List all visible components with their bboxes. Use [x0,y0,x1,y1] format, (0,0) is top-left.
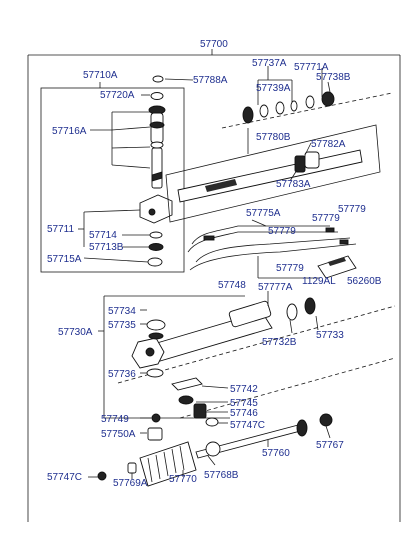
label-57714[interactable]: 57714 [89,230,117,241]
label-57779-c[interactable]: 57779 [268,226,296,237]
label-57749[interactable]: 57749 [101,414,129,425]
label-57720A[interactable]: 57720A [100,90,135,101]
label-57730A[interactable]: 57730A [58,327,93,338]
label-57788A[interactable]: 57788A [193,75,228,86]
adjuster-parts [140,377,229,441]
label-57732B[interactable]: 57732B [262,337,297,348]
label-57767[interactable]: 57767 [316,440,344,451]
pinion-parts [78,75,194,267]
pinion-group-box [40,82,185,273]
gear-housing-box [98,295,396,419]
label-57738B[interactable]: 57738B [316,72,351,83]
label-57768B[interactable]: 57768B [204,470,239,481]
label-57760[interactable]: 57760 [262,448,290,459]
rack-housing-group [165,66,393,223]
label-57780B[interactable]: 57780B [256,132,291,143]
label-57746[interactable]: 57746 [230,408,258,419]
label-57700[interactable]: 57700 [200,39,228,50]
tie-rod-and-boot [88,413,333,487]
label-57779-b[interactable]: 57779 [338,204,366,215]
label-57713B[interactable]: 57713B [89,242,124,253]
label-57782A[interactable]: 57782A [311,139,346,150]
part-number-labels: 57700 57710A 57788A 57720A 57716A 57711 … [47,39,382,489]
label-57783A[interactable]: 57783A [276,179,311,190]
label-57775A[interactable]: 57775A [246,208,281,219]
hydraulic-pipes [187,219,357,279]
label-57779-a[interactable]: 57779 [312,213,340,224]
label-57770[interactable]: 57770 [169,474,197,485]
label-57737A[interactable]: 57737A [252,58,287,69]
label-1129AL[interactable]: 1129AL [302,276,336,287]
label-57734[interactable]: 57734 [108,306,136,317]
label-57747C[interactable]: 57747C [230,420,265,431]
label-57748[interactable]: 57748 [218,280,246,291]
label-57745[interactable]: 57745 [230,398,258,409]
label-57742[interactable]: 57742 [230,384,258,395]
label-57735[interactable]: 57735 [108,320,136,331]
label-56260B[interactable]: 56260B [347,276,382,287]
label-57739A[interactable]: 57739A [256,83,291,94]
label-57777A[interactable]: 57777A [258,282,293,293]
label-57715A[interactable]: 57715A [47,254,82,265]
label-57769A[interactable]: 57769A [113,478,148,489]
label-57750A[interactable]: 57750A [101,429,136,440]
label-57716A[interactable]: 57716A [52,126,87,137]
label-57747C-b[interactable]: 57747C [47,472,82,483]
label-57710A[interactable]: 57710A [83,70,118,81]
gear-housing-body [131,291,319,378]
label-57771A[interactable]: 57771A [294,62,329,73]
label-57736[interactable]: 57736 [108,369,136,380]
label-57779-d[interactable]: 57779 [276,263,304,274]
label-57711[interactable]: 57711 [47,224,75,235]
assembly-bracket [27,49,401,522]
label-57733[interactable]: 57733 [316,330,344,341]
